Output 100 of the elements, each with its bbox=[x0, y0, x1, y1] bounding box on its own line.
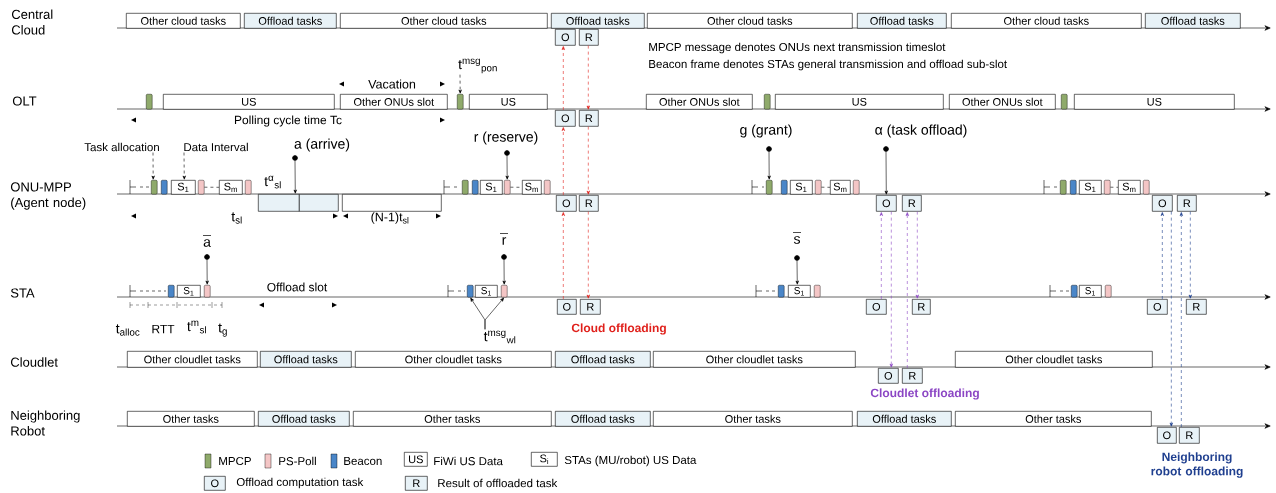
dimension-label: t$_{sl}$ bbox=[231, 212, 242, 224]
caption-label: Neighboring robot offloading bbox=[1151, 452, 1243, 478]
task-box: Offload tasks bbox=[555, 351, 651, 368]
result-box: R bbox=[912, 299, 931, 315]
arrow bbox=[1188, 211, 1192, 299]
leader-label: t$^{msg}$wl bbox=[483, 330, 516, 344]
data-box: S$_{1}$ bbox=[790, 180, 813, 195]
text-label: t$_{g}$ bbox=[218, 323, 227, 337]
data-box: S$_{1}$ bbox=[475, 285, 498, 298]
task-box: Other cloudlet tasks bbox=[127, 351, 258, 368]
event-marker bbox=[293, 160, 297, 194]
slot-box: US bbox=[163, 94, 335, 110]
legend-sample: US bbox=[404, 452, 428, 467]
leader-label: t$^{msg}$pon bbox=[458, 58, 497, 74]
data-box: S$_{1}$ bbox=[1079, 285, 1102, 298]
data-box: S$_{m}$ bbox=[1118, 180, 1141, 195]
data-box: S$_{1}$ bbox=[1079, 180, 1102, 195]
event-label: a (arrive) bbox=[294, 138, 350, 152]
beacon-bar bbox=[778, 285, 785, 298]
offload-box: O bbox=[555, 110, 576, 127]
arrow bbox=[879, 212, 883, 300]
legend-sample: O bbox=[204, 476, 226, 491]
data-box: S$_{1}$ bbox=[171, 180, 196, 195]
arrow bbox=[586, 45, 590, 110]
arrow bbox=[915, 211, 919, 299]
offload-box: O bbox=[878, 368, 899, 384]
ps-poll-bar bbox=[198, 180, 205, 195]
leader-line bbox=[458, 74, 462, 94]
task-box: Offload tasks bbox=[857, 411, 952, 427]
leader-line bbox=[151, 152, 155, 180]
legend-sample: S$_{i}$ bbox=[531, 452, 558, 467]
arrow bbox=[586, 126, 590, 195]
sub-slot-box bbox=[299, 194, 339, 212]
mpcp-bar bbox=[146, 94, 153, 110]
offload-box: O bbox=[1152, 195, 1173, 212]
result-box: R bbox=[579, 29, 599, 46]
task-box: Offload tasks bbox=[258, 411, 350, 427]
event-label: g (grant) bbox=[740, 124, 792, 138]
ps-poll-bar bbox=[1143, 180, 1150, 195]
result-box: R bbox=[579, 110, 599, 127]
arrow bbox=[905, 212, 909, 369]
task-box: Other tasks bbox=[127, 411, 255, 427]
mpcp-bar bbox=[151, 180, 158, 195]
task-box: Offload tasks bbox=[555, 411, 651, 427]
task-box: Offload tasks bbox=[260, 351, 352, 368]
text-label: t$_{alloc}$ bbox=[115, 324, 140, 336]
task-box: Offload tasks bbox=[244, 13, 337, 29]
text-label: t$^{α}$sl bbox=[264, 175, 281, 189]
task-box: Other cloudlet tasks bbox=[653, 351, 856, 368]
legend-label: FiWi US Data bbox=[434, 456, 503, 466]
ps-poll-bar bbox=[501, 285, 508, 298]
ps-poll-bar bbox=[204, 285, 211, 298]
legend-label: STAs (MU/robot) US Data bbox=[564, 455, 697, 467]
event-marker bbox=[767, 151, 771, 180]
beacon-bar bbox=[467, 285, 474, 298]
beacon-bar bbox=[1071, 285, 1078, 298]
beacon-bar bbox=[161, 180, 168, 195]
event-label: r (reserve) bbox=[474, 131, 538, 145]
offload-box: O bbox=[557, 299, 577, 315]
ps-poll-bar bbox=[1105, 285, 1112, 298]
caption-label: Cloudlet offloading bbox=[870, 388, 979, 400]
task-box: Other tasks bbox=[955, 411, 1152, 427]
event-marker bbox=[795, 260, 799, 285]
mpcp-bar bbox=[457, 94, 464, 110]
beacon-bar bbox=[168, 285, 175, 298]
event-marker bbox=[884, 151, 888, 195]
slot-box: Other ONUs slot bbox=[949, 94, 1056, 110]
data-box: S$_{1}$ bbox=[788, 285, 811, 298]
result-box: R bbox=[579, 195, 599, 212]
task-box: Other tasks bbox=[653, 411, 853, 427]
task-box: Other tasks bbox=[353, 411, 552, 427]
task-box: Offload tasks bbox=[1145, 13, 1241, 29]
arrow bbox=[561, 46, 565, 111]
event-marker bbox=[502, 259, 506, 285]
arrow bbox=[1160, 212, 1164, 300]
slot-box: Other ONUs slot bbox=[340, 94, 448, 110]
text-label: RTT bbox=[152, 324, 175, 334]
ps-poll-bar bbox=[544, 180, 551, 195]
sub-slot-box bbox=[258, 194, 300, 212]
slot-box: US bbox=[469, 94, 548, 110]
row-label: Central Cloud bbox=[11, 9, 53, 35]
dimension-label: Vacation bbox=[368, 79, 416, 89]
event-marker bbox=[505, 155, 509, 180]
mpcp-bar bbox=[1060, 180, 1067, 195]
offload-box: O bbox=[876, 195, 897, 212]
caption-label: Cloud offloading bbox=[571, 323, 666, 335]
event-label: s bbox=[793, 236, 800, 244]
data-box: S$_{m}$ bbox=[522, 180, 542, 195]
legend-label: Beacon bbox=[344, 457, 382, 465]
task-box: Other cloud tasks bbox=[951, 13, 1142, 29]
result-box: R bbox=[1186, 299, 1207, 315]
offload-box: O bbox=[1147, 299, 1168, 315]
legend-sample: R bbox=[405, 476, 428, 491]
dimension-label: (N-1)t$_{sl}$ bbox=[371, 212, 409, 224]
leader-line bbox=[182, 152, 186, 180]
task-box: Other cloud tasks bbox=[647, 13, 853, 29]
ps-poll-bar bbox=[245, 180, 252, 195]
sub-slot-box bbox=[342, 194, 442, 212]
ps-poll-bar bbox=[1104, 180, 1111, 195]
text-label: t$^{m}$sl bbox=[187, 320, 206, 334]
